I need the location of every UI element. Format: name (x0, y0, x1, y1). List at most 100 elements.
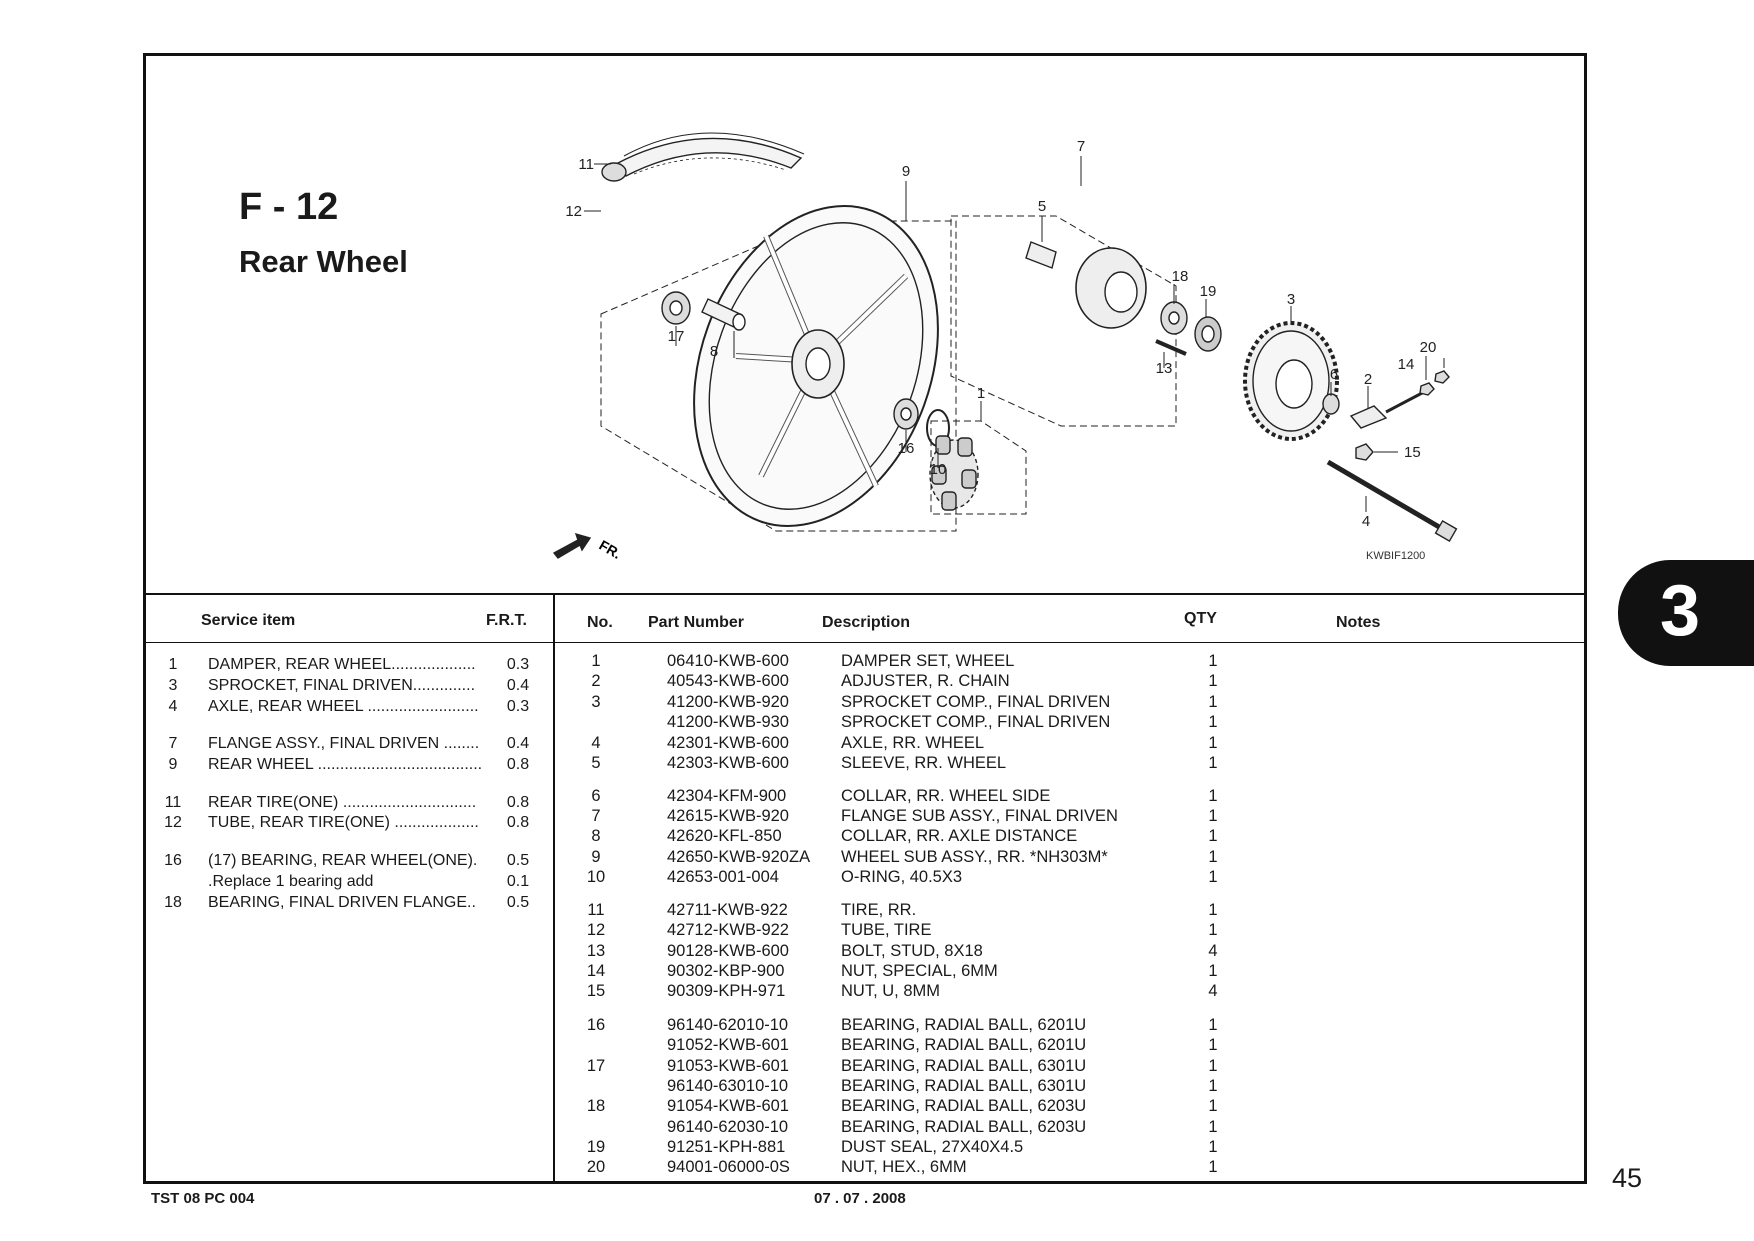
page-number: 45 (1612, 1163, 1643, 1193)
part-number: 96140-63010-10 (667, 1077, 789, 1095)
part-number: 40543-KWB-600 (667, 672, 789, 690)
part-ref-number: 14 (586, 962, 606, 980)
part-number: 42620-KFL-850 (667, 827, 782, 845)
part-description: AXLE, RR. WHEEL (841, 734, 985, 752)
service-ref-number: 4 (168, 698, 178, 715)
service-ref-number: 12 (164, 814, 182, 831)
part-description: BEARING, RADIAL BALL, 6203U (841, 1097, 1087, 1115)
part-number: 91052-KWB-601 (667, 1036, 789, 1054)
part-number: 42712-KWB-922 (667, 921, 789, 939)
callout-8: 8 (710, 343, 718, 360)
part-number: 42615-KWB-920 (667, 807, 789, 825)
part-ref-number: 3 (591, 693, 601, 711)
part-description: NUT, SPECIAL, 6MM (841, 962, 998, 980)
part-ref-number: 4 (591, 734, 601, 752)
part-description: NUT, HEX., 6MM (841, 1158, 967, 1176)
part-number: 41200-KWB-930 (667, 713, 789, 731)
callout-11: 11 (578, 156, 594, 173)
part-number: 91251-KPH-881 (667, 1138, 786, 1156)
part-qty: 1 (1208, 807, 1218, 825)
part-number: 96140-62010-10 (667, 1016, 789, 1034)
part-number: 42304-KFM-900 (667, 787, 787, 805)
part-qty: 4 (1208, 982, 1218, 1000)
section-tab-number: 3 (1660, 571, 1701, 651)
part-ref-number: 1 (591, 652, 601, 670)
part-description: BOLT, STUD, 8X18 (841, 942, 983, 960)
part-description: O-RING, 40.5X3 (841, 868, 963, 886)
part-ref-number: 17 (586, 1057, 606, 1075)
service-ref-number: 3 (168, 677, 178, 694)
part-number: 42301-KWB-600 (667, 734, 789, 752)
callout-10: 10 (930, 461, 947, 478)
part-qty: 4 (1208, 942, 1218, 960)
service-ref-number: 16 (164, 852, 182, 869)
description-header: Description (822, 614, 911, 631)
part-ref-number: 19 (586, 1138, 606, 1156)
service-item-name: REAR WHEEL .............................… (208, 756, 483, 773)
part-qty: 1 (1208, 848, 1218, 866)
callout-1: 1 (977, 385, 985, 402)
part-ref-number: 13 (586, 942, 606, 960)
front-label: FR. (597, 537, 625, 562)
service-frt: 0.3 (506, 656, 530, 673)
service-item-name: TUBE, REAR TIRE(ONE) ................... (208, 814, 479, 831)
callout-6: 6 (1330, 366, 1338, 383)
part-description: TIRE, RR. (841, 901, 917, 919)
callout-19: 19 (1200, 283, 1217, 300)
part-ref-number: 9 (591, 848, 601, 866)
callout-3: 3 (1287, 291, 1295, 308)
part-qty: 1 (1208, 868, 1218, 886)
part-qty: 1 (1208, 672, 1218, 690)
part-number-header: Part Number (648, 614, 745, 631)
part-number: 41200-KWB-920 (667, 693, 789, 711)
service-item-name: FLANGE ASSY., FINAL DRIVEN ........ (208, 735, 480, 752)
callout-4: 4 (1362, 513, 1370, 530)
part-description: BEARING, RADIAL BALL, 6301U (841, 1057, 1087, 1075)
service-frt: 0.5 (506, 852, 530, 869)
callout-17: 17 (668, 328, 685, 345)
qty-header: QTY (1184, 610, 1217, 627)
service-ref-number: 9 (168, 756, 178, 773)
part-number: 42303-KWB-600 (667, 754, 789, 772)
part-description: BEARING, RADIAL BALL, 6201U (841, 1016, 1087, 1034)
footer-date: 07 . 07 . 2008 (814, 1190, 906, 1207)
part-number: 94001-06000-0S (667, 1158, 790, 1176)
part-description: COLLAR, RR. AXLE DISTANCE (841, 827, 1078, 845)
frt-header: F.R.T. (486, 612, 527, 629)
service-item-name: (17) BEARING, REAR WHEEL(ONE). (208, 852, 478, 869)
part-qty: 1 (1208, 1158, 1218, 1176)
part-ref-number: 12 (586, 921, 606, 939)
part-ref-number: 2 (591, 672, 601, 690)
part-ref-number: 20 (586, 1158, 606, 1176)
service-item-name: REAR TIRE(ONE) .........................… (208, 794, 477, 811)
service-ref-number: 1 (168, 656, 178, 673)
service-frt: 0.5 (506, 894, 530, 911)
callout-9: 9 (902, 163, 910, 180)
callout-2: 2 (1364, 371, 1372, 388)
part-number: 90309-KPH-971 (667, 982, 786, 1000)
part-number: 96140-62030-10 (667, 1118, 789, 1136)
header-divider (146, 642, 1584, 643)
service-ref-number: 7 (168, 735, 178, 752)
part-number: 91053-KWB-601 (667, 1057, 789, 1075)
part-ref-number: 15 (586, 982, 606, 1000)
part-qty: 1 (1208, 713, 1218, 731)
part-qty: 1 (1208, 1036, 1218, 1054)
part-qty: 1 (1208, 1016, 1218, 1034)
callout-18: 18 (1172, 268, 1189, 285)
part-description: SPROCKET COMP., FINAL DRIVEN (841, 693, 1111, 711)
no-header: No. (587, 614, 613, 631)
part-description: NUT, U, 8MM (841, 982, 940, 1000)
callout-20: 20 (1420, 339, 1437, 356)
service-frt: 0.8 (506, 794, 530, 811)
callout-7: 7 (1077, 138, 1085, 155)
service-item-header: Service item (201, 612, 296, 629)
service-item-name: AXLE, REAR WHEEL .......................… (208, 698, 479, 715)
callout-16: 16 (898, 440, 915, 457)
part-description: BEARING, RADIAL BALL, 6201U (841, 1036, 1087, 1054)
service-frt: 0.1 (506, 873, 530, 890)
part-ref-number: 18 (586, 1097, 606, 1115)
part-number: 42711-KWB-922 (667, 901, 788, 919)
exploded-diagram: 11 12 9 7 5 17 8 16 10 1 18 19 13 3 6 2 … (552, 132, 1458, 562)
callout-15: 15 (1404, 444, 1421, 461)
